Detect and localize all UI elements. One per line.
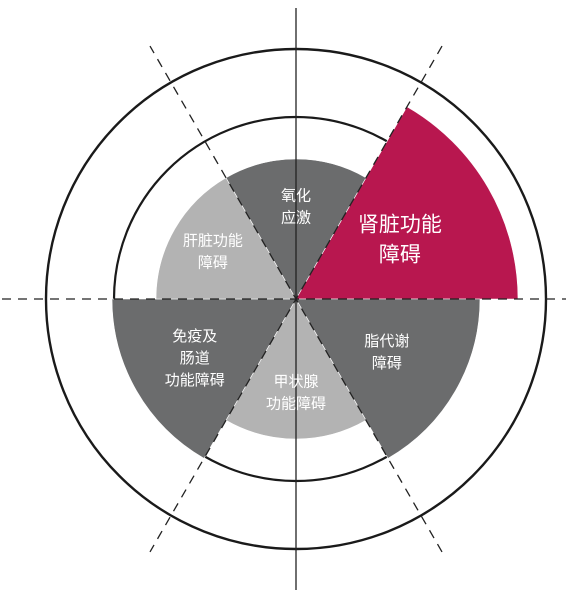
segment-label-line: 应激 bbox=[281, 208, 311, 226]
segment-label-line: 障碍 bbox=[379, 242, 421, 266]
segment-label-line: 障碍 bbox=[372, 354, 402, 372]
segment-label-kidney: 肾脏功能障碍 bbox=[358, 212, 442, 266]
segment-label-liver: 肝脏功能障碍 bbox=[183, 231, 243, 271]
segment-label-line: 脂代谢 bbox=[364, 332, 409, 350]
guide-lines bbox=[2, 8, 566, 590]
segment-label-thyroid: 甲状腺功能障碍 bbox=[266, 372, 326, 412]
segment-label-line: 障碍 bbox=[198, 253, 228, 271]
segment-label-line: 肠道 bbox=[180, 349, 210, 367]
segment-label-line: 甲状腺 bbox=[273, 372, 318, 390]
segment-label-line: 免疫及 bbox=[172, 327, 217, 345]
segment-liver bbox=[155, 177, 297, 300]
segment-label-line: 肝脏功能 bbox=[183, 231, 243, 249]
segment-immune-gut bbox=[111, 298, 297, 459]
segment-label-oxidative-stress: 氧化应激 bbox=[281, 186, 311, 226]
segment-label-line: 功能障碍 bbox=[266, 394, 326, 412]
segment-kidney bbox=[295, 106, 519, 300]
segment-label-line: 功能障碍 bbox=[165, 371, 225, 389]
segment-label-fat-metabolism: 脂代谢障碍 bbox=[364, 332, 409, 372]
segment-label-immune-gut: 免疫及肠道功能障碍 bbox=[165, 327, 225, 389]
segment-label-line: 肾脏功能 bbox=[358, 212, 442, 236]
diagonal-120-line bbox=[149, 45, 443, 553]
segment-fat-metabolism bbox=[295, 298, 481, 459]
segment-label-line: 氧化 bbox=[281, 186, 311, 204]
segments-group bbox=[111, 106, 519, 459]
